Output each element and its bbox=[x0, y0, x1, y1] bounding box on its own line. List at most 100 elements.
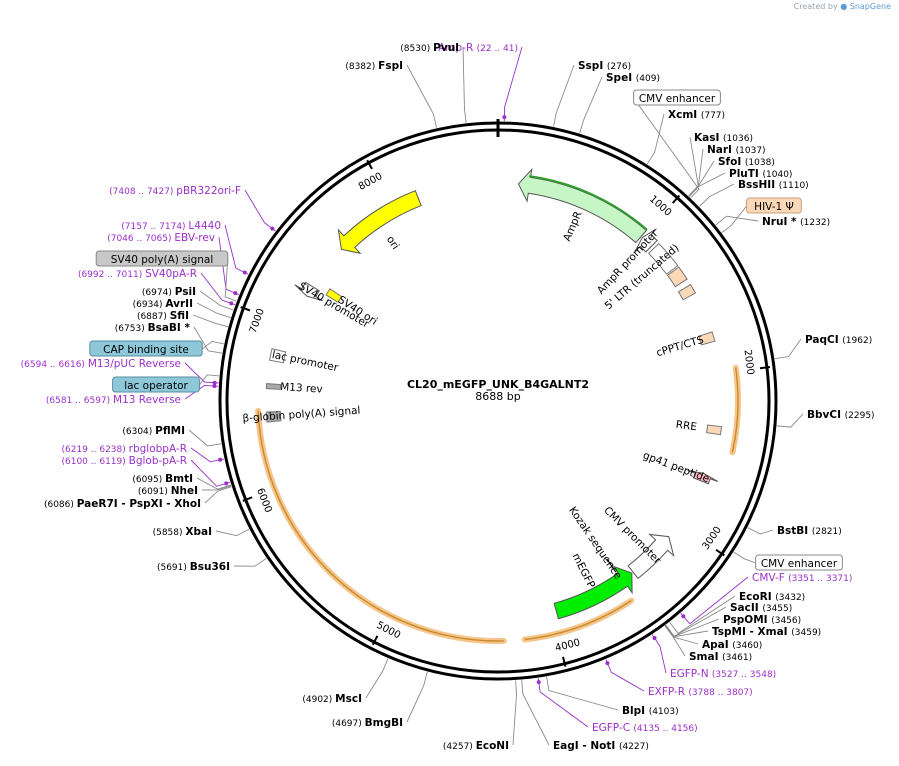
enzyme-label: SmaI (3461) bbox=[689, 651, 752, 663]
enzyme-label: (5691) Bsu36I bbox=[157, 561, 230, 573]
ruler-tick bbox=[759, 366, 771, 370]
marker-coordinate: (5858) bbox=[153, 528, 186, 538]
primer-tick bbox=[218, 457, 223, 462]
primer-tick bbox=[652, 635, 657, 640]
leader-line bbox=[199, 290, 234, 311]
leader-line bbox=[244, 189, 276, 232]
marker-coordinate: (276) bbox=[607, 62, 631, 72]
leader-line bbox=[224, 258, 237, 302]
marker-name: XbaI bbox=[185, 526, 212, 538]
enzyme-site-marker: (5858) XbaI bbox=[153, 526, 250, 538]
enzyme-label: BssHII (1110) bbox=[738, 179, 809, 191]
leader-line bbox=[579, 76, 603, 134]
enzyme-label: PluTI (1040) bbox=[729, 168, 792, 180]
ruler-tick-label: 7000 bbox=[248, 307, 267, 335]
marker-coordinate: (6219 .. 6238) bbox=[62, 445, 129, 455]
marker-name: AvrII bbox=[165, 298, 193, 310]
boxed-label-text: SV40 poly(A) signal bbox=[111, 254, 214, 266]
primer-label: EGFP-C (4135 .. 4156) bbox=[592, 722, 698, 734]
leader-line bbox=[201, 340, 224, 350]
boxed-label-text: CMV enhancer bbox=[761, 558, 838, 570]
boxed-feature-label: HIV-1 Ψ bbox=[721, 197, 802, 234]
enzyme-site-marker: PluTI (1040) bbox=[688, 168, 792, 197]
primer-label: CMV-F (3351 .. 3371) bbox=[752, 572, 852, 584]
primer-tick bbox=[229, 301, 234, 306]
marker-coordinate: (6091) bbox=[138, 487, 171, 497]
enzyme-label: (6887) SfiI bbox=[137, 310, 189, 322]
primer-tick bbox=[681, 614, 686, 619]
marker-name: BmtI bbox=[165, 473, 193, 485]
marker-coordinate: (6594 .. 6616) bbox=[21, 360, 88, 370]
marker-name: EcoNI bbox=[476, 740, 509, 752]
enzyme-label: (6091) NheI bbox=[138, 485, 198, 497]
enzyme-label: (8530) PvuI bbox=[400, 42, 459, 54]
leader-line bbox=[188, 429, 222, 447]
leader-line bbox=[192, 314, 229, 328]
leader-line bbox=[193, 326, 223, 354]
leader-line bbox=[688, 172, 726, 197]
feature-arrow bbox=[294, 281, 323, 302]
marker-name: M13 Reverse bbox=[113, 394, 181, 406]
primer-tick bbox=[605, 661, 610, 666]
boxed-label-background bbox=[95, 250, 229, 267]
enzyme-site-marker: (8530) PvuI bbox=[400, 42, 467, 123]
marker-coordinate: (4135 .. 4156) bbox=[633, 724, 697, 734]
boxed-feature-label: CAP binding site bbox=[89, 340, 224, 357]
marker-name: PflMI bbox=[155, 425, 185, 437]
feature-label: AmpR bbox=[561, 210, 584, 244]
primer-marker: (6581 .. 6597) M13 Reverse bbox=[46, 384, 219, 406]
enzyme-label: (5858) XbaI bbox=[153, 526, 212, 538]
primer-label: Amp-R (22 .. 41) bbox=[438, 42, 518, 54]
primer-label: (6219 .. 6238) rbglobpA-R bbox=[62, 443, 188, 455]
marker-coordinate: (3788 .. 3807) bbox=[688, 688, 752, 698]
marker-name: Bsu36I bbox=[190, 561, 230, 573]
boxed-label-background bbox=[112, 376, 200, 393]
boxed-feature-label: CMV enhancer bbox=[633, 89, 721, 199]
marker-coordinate: (6974) bbox=[142, 288, 175, 298]
leader-line bbox=[546, 676, 619, 711]
enzyme-site-marker: (6086) PaeR7I - PspXI - XhoI bbox=[44, 486, 232, 510]
marker-coordinate: (7157 .. 7174) bbox=[121, 222, 188, 232]
boxed-label-text: lac operator bbox=[124, 380, 188, 392]
enzyme-site-marker: EcoRI (3432) bbox=[669, 591, 805, 634]
leader-line bbox=[776, 413, 804, 428]
feature-box bbox=[265, 410, 282, 423]
primer-marker: EGFP-C (4135 .. 4156) bbox=[536, 678, 698, 734]
enzyme-site-marker: (6091) NheI bbox=[138, 485, 232, 497]
primer-tick bbox=[212, 384, 217, 389]
feature-label: lac promoter bbox=[271, 349, 340, 374]
ruler-tick bbox=[242, 496, 253, 502]
leader-line bbox=[199, 374, 220, 386]
enzyme-label: NruI * (1232) bbox=[762, 216, 830, 228]
marker-coordinate: (6887) bbox=[137, 312, 170, 322]
enzyme-label: (4697) BmgBI bbox=[332, 717, 403, 729]
ruler-tick-label: 1000 bbox=[647, 194, 673, 219]
enzyme-label: BstBI (2821) bbox=[777, 525, 842, 537]
marker-coordinate: (1036) bbox=[723, 134, 753, 144]
marker-coordinate: (6753) bbox=[115, 324, 148, 334]
enzyme-site-marker: EagI - NotI (4227) bbox=[521, 679, 649, 752]
marker-name: FspI bbox=[378, 60, 403, 72]
marker-coordinate: (4697) bbox=[332, 719, 365, 729]
enzyme-site-marker: XcmI (777) bbox=[646, 109, 725, 165]
boxed-feature-label: CMV enhancer bbox=[733, 551, 843, 571]
marker-name: MscI bbox=[335, 693, 362, 705]
feature-arrow bbox=[517, 167, 648, 244]
marker-coordinate: (3351 .. 3371) bbox=[788, 574, 852, 584]
marker-coordinate: (4103) bbox=[649, 707, 679, 717]
enzyme-label: TspMI - XmaI (3459) bbox=[712, 626, 821, 638]
enzyme-label: SpeI (409) bbox=[606, 72, 660, 84]
plasmid-size: 8688 bp bbox=[475, 390, 520, 403]
marker-coordinate: (1037) bbox=[736, 146, 766, 156]
marker-name: EcoRI bbox=[739, 591, 775, 603]
enzyme-label: EagI - NotI (4227) bbox=[553, 740, 649, 752]
feature-box bbox=[666, 266, 688, 288]
marker-coordinate: (6934) bbox=[133, 300, 166, 310]
marker-name: PvuI bbox=[433, 42, 459, 54]
primer-marker: (6992 .. 7011) SV40pA-R bbox=[78, 268, 236, 306]
feature-box bbox=[269, 348, 287, 364]
enzyme-site-marker: (8382) FspI bbox=[345, 60, 437, 128]
primer-label: (6992 .. 7011) SV40pA-R bbox=[78, 268, 197, 280]
marker-name: CMV-F bbox=[752, 572, 788, 584]
marker-coordinate: (777) bbox=[701, 111, 725, 121]
